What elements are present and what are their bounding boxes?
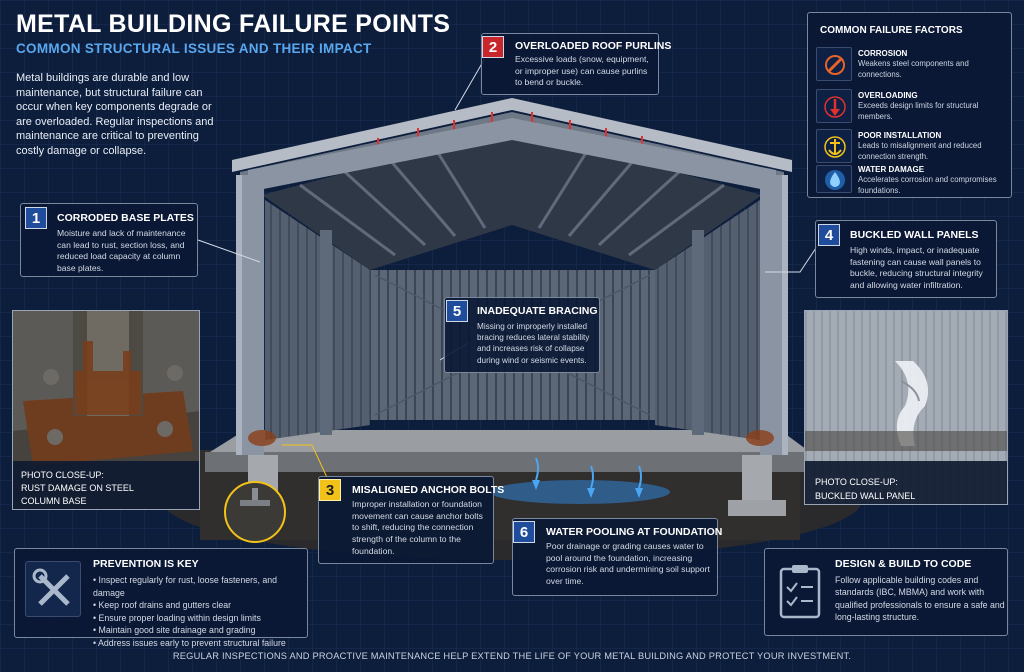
callout-desc: Improper installation or foundation move… [352,499,483,556]
factor-poor-installation: POOR INSTALLATION Leads to misalignment … [816,129,1002,167]
failure-factors-panel: COMMON FAILURE FACTORS CORROSION Weakens… [807,12,1012,198]
anchor-icon [816,129,852,163]
callout-number: 3 [319,479,341,501]
callout-number: 2 [482,36,504,58]
factor-corrosion: CORROSION Weakens steel components and c… [816,47,1002,85]
callout-desc: Moisture and lack of maintenance can lea… [57,228,186,274]
clipboard-icon [777,563,823,621]
callout-desc: High winds, impact, or inadequate fasten… [850,245,983,291]
code-title: DESIGN & BUILD TO CODE [835,558,972,570]
callout-inadequate-bracing: 5 INADEQUATE BRACING Missing or improper… [444,297,600,373]
callout-number: 4 [818,224,840,246]
photo-caption-line-1: PHOTO CLOSE-UP: [815,477,898,487]
page-title: METAL BUILDING FAILURE POINTS [16,10,451,38]
water-drop-icon [816,165,852,193]
factor-title: POOR INSTALLATION [858,131,942,140]
failure-factors-title: COMMON FAILURE FACTORS [820,25,963,36]
tools-icon [25,561,81,617]
prevention-panel: PREVENTION IS KEY Inspect regularly for … [14,548,308,648]
code-desc: Follow applicable building codes and sta… [835,575,1005,622]
list-item: Keep roof drains and gutters clear [93,599,307,612]
photo-rust-column-base: PHOTO CLOSE-UP: RUST DAMAGE ON STEEL COL… [12,310,200,510]
wrench-corrosion-icon [816,47,852,81]
callout-desc: Poor drainage or grading causes water to… [546,541,710,587]
prevention-title: PREVENTION IS KEY [93,558,199,570]
photo-caption-line-3: COLUMN BASE [21,496,87,506]
callout-buckled-wall-panels: 4 BUCKLED WALL PANELS High winds, impact… [815,220,997,298]
factor-overloading: OVERLOADING Exceeds design limits for st… [816,89,1002,127]
intro-text: Metal buildings are durable and low main… [16,72,214,157]
callout-number: 6 [513,521,535,543]
callout-title: MISALIGNED ANCHOR BOLTS [352,484,505,496]
factor-water-damage: WATER DAMAGE Accelerates corrosion and c… [816,165,1002,197]
callout-desc: Excessive loads (snow, equipment, or imp… [515,54,649,88]
callout-title: INADEQUATE BRACING [477,305,598,317]
factor-desc: Exceeds design limits for structural mem… [858,101,979,121]
list-item: Ensure proper loading within design limi… [93,612,307,625]
down-arrow-icon [816,89,852,123]
photo-buckled-wall-panel: PHOTO CLOSE-UP: BUCKLED WALL PANEL [804,310,1008,505]
photo-caption-line-2: BUCKLED WALL PANEL [815,491,916,501]
factor-title: CORROSION [858,49,908,58]
callout-number: 5 [446,300,468,322]
list-item: Maintain good site drainage and grading [93,624,307,637]
factor-title: WATER DAMAGE [858,165,925,174]
callout-title: WATER POOLING AT FOUNDATION [546,526,723,538]
buckled-panel-photo-image [805,311,1007,504]
footer-message: REGULAR INSPECTIONS AND PROACTIVE MAINTE… [172,651,852,661]
callout-title: BUCKLED WALL PANELS [850,229,979,241]
photo-caption-line-2: RUST DAMAGE ON STEEL [21,483,134,493]
rust-photo-image [13,311,199,509]
photo-caption-line-1: PHOTO CLOSE-UP: [21,470,104,480]
list-item: Inspect regularly for rust, loose fasten… [93,574,307,599]
factor-title: OVERLOADING [858,91,918,100]
factor-desc: Accelerates corrosion and compromises fo… [858,175,997,195]
callout-misaligned-anchor-bolts: 3 MISALIGNED ANCHOR BOLTS Improper insta… [318,476,504,564]
callout-corroded-base-plates: 1 CORRODED BASE PLATES Moisture and lack… [20,203,198,277]
list-item: Address issues early to prevent structur… [93,637,307,650]
callout-overloaded-roof-purlins: 2 OVERLOADED ROOF PURLINS Excessive load… [481,33,671,95]
prevention-list: Inspect regularly for rust, loose fasten… [93,574,307,650]
page-subtitle: COMMON STRUCTURAL ISSUES AND THEIR IMPAC… [16,41,372,56]
factor-desc: Leads to misalignment and reduced connec… [858,141,982,161]
callout-title: OVERLOADED ROOF PURLINS [515,40,672,52]
callout-title: CORRODED BASE PLATES [57,212,194,224]
callout-number: 1 [25,207,47,229]
callout-desc: Missing or improperly installed bracing … [477,322,590,365]
factor-desc: Weakens steel components and connections… [858,59,969,79]
design-code-panel: DESIGN & BUILD TO CODE Follow applicable… [764,548,1008,636]
callout-water-pooling: 6 WATER POOLING AT FOUNDATION Poor drain… [512,518,722,596]
